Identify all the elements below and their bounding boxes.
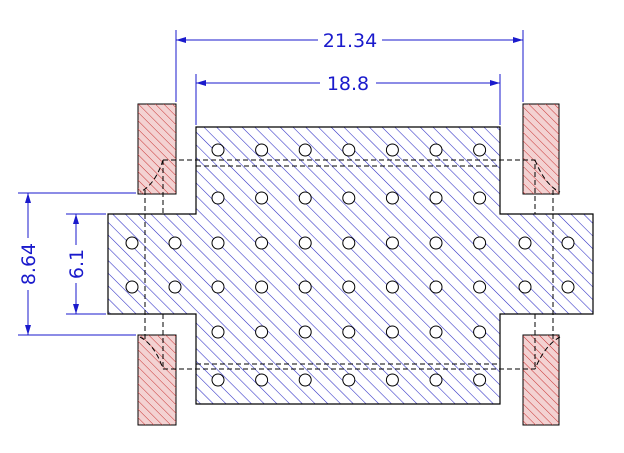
- via-hole: [255, 143, 269, 157]
- dimension-inner-height: 6.1: [66, 213, 106, 315]
- via-hole: [342, 143, 356, 157]
- via-hole: [255, 325, 269, 339]
- dimension-overall-height: 8.64: [18, 192, 136, 336]
- pad-bottom-right: [522, 334, 560, 426]
- via-hole: [429, 280, 443, 294]
- via-hole: [255, 280, 269, 294]
- via-hole: [168, 280, 182, 294]
- via-hole: [518, 236, 532, 250]
- via-hole: [211, 191, 225, 205]
- via-hole: [473, 143, 487, 157]
- via-hole: [429, 236, 443, 250]
- inner-width-label: 18.8: [327, 73, 369, 95]
- via-hole: [385, 236, 399, 250]
- via-hole: [385, 325, 399, 339]
- via-hole: [298, 325, 312, 339]
- via-hole: [298, 143, 312, 157]
- via-hole: [429, 373, 443, 387]
- via-hole: [342, 280, 356, 294]
- via-hole: [473, 325, 487, 339]
- via-hole: [125, 280, 139, 294]
- pad-bottom-left: [137, 334, 177, 426]
- via-hole: [298, 373, 312, 387]
- overall-width-label: 21.34: [323, 30, 377, 52]
- via-hole: [518, 280, 532, 294]
- via-hole: [255, 236, 269, 250]
- via-hole: [561, 236, 575, 250]
- via-hole: [168, 236, 182, 250]
- inner-height-label: 6.1: [66, 249, 88, 279]
- via-hole: [211, 236, 225, 250]
- via-hole: [298, 191, 312, 205]
- via-hole: [342, 325, 356, 339]
- via-hole: [473, 236, 487, 250]
- via-hole: [342, 191, 356, 205]
- dimension-inner-width: 18.8: [195, 73, 501, 125]
- package-body-hatch: [107, 126, 594, 405]
- via-hole: [211, 325, 225, 339]
- via-hole: [125, 236, 139, 250]
- via-hole: [385, 373, 399, 387]
- dashed-outline: [139, 159, 561, 370]
- via-holes: [125, 143, 575, 387]
- overall-height-label: 8.64: [18, 243, 40, 285]
- via-hole: [385, 280, 399, 294]
- pad-top-left: [137, 103, 177, 195]
- via-hole: [211, 143, 225, 157]
- via-hole: [473, 373, 487, 387]
- via-hole: [385, 191, 399, 205]
- via-hole: [255, 373, 269, 387]
- dimension-overall-width: 21.34: [175, 30, 524, 102]
- via-hole: [298, 280, 312, 294]
- via-hole: [342, 373, 356, 387]
- via-hole: [342, 236, 356, 250]
- pad-top-right: [522, 103, 560, 195]
- via-hole: [561, 280, 575, 294]
- via-hole: [385, 143, 399, 157]
- via-hole: [255, 191, 269, 205]
- via-hole: [298, 236, 312, 250]
- via-hole: [429, 325, 443, 339]
- via-hole: [429, 143, 443, 157]
- via-hole: [211, 280, 225, 294]
- via-hole: [473, 191, 487, 205]
- via-hole: [473, 280, 487, 294]
- via-hole: [211, 373, 225, 387]
- via-hole: [429, 191, 443, 205]
